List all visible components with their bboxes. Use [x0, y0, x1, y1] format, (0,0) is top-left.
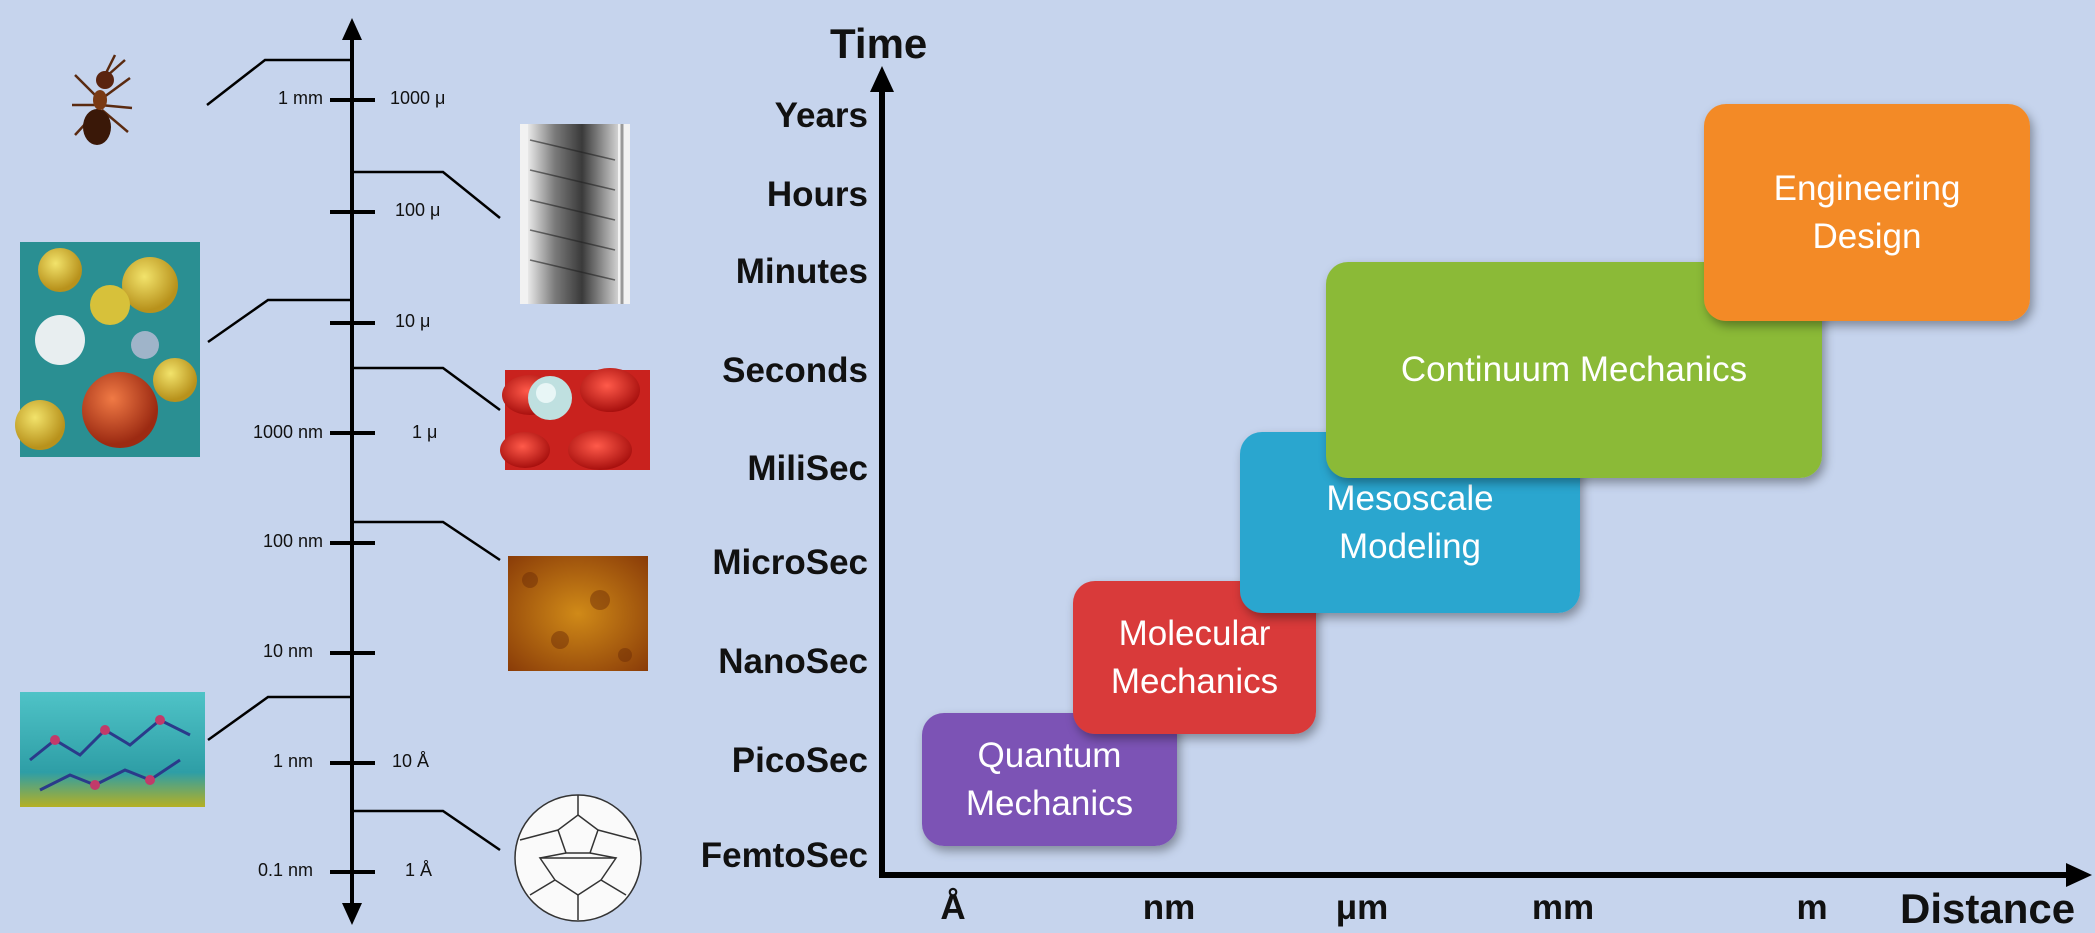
time-label: Minutes — [735, 252, 868, 291]
distance-label: μm — [1335, 888, 1389, 927]
quantum-mechanics-box: Quantum Mechanics — [922, 713, 1177, 846]
distance-label: mm — [1531, 888, 1595, 927]
time-label: Years — [774, 96, 868, 135]
time-label: FemtoSec — [700, 836, 868, 875]
time-label: MiliSec — [747, 449, 868, 488]
scale-left-label: 1000 nm — [252, 422, 323, 442]
distance-label: nm — [1142, 888, 1196, 927]
length-scale-axis — [206, 18, 501, 925]
scale-right-label: 1 Å — [405, 860, 433, 880]
scale-right-label: 10 μ — [395, 311, 431, 331]
scale-right-label: 100 μ — [395, 200, 441, 220]
ant-image — [72, 54, 133, 145]
molecular-chains-image — [20, 692, 205, 807]
y-axis-title: Time — [830, 20, 928, 67]
engineering-design-box: Engineering Design — [1704, 104, 2030, 321]
scale-right-label: 10 Å — [392, 751, 430, 771]
scale-left-label: 1 mm — [278, 88, 323, 108]
fullerene-image — [514, 794, 642, 922]
scale-right-label: 1 μ — [412, 422, 438, 442]
fiber-sem-image — [520, 124, 630, 304]
pollen-image — [15, 242, 200, 457]
distance-label: Å — [940, 888, 966, 927]
scale-left-label: 100 nm — [262, 531, 323, 551]
time-label: MicroSec — [712, 543, 868, 582]
scale-left-label: 0.1 nm — [257, 860, 313, 880]
scale-right-label: 1000 μ — [390, 88, 446, 108]
distance-label: m — [1796, 888, 1828, 927]
continuum-mechanics-box: Continuum Mechanics — [1326, 262, 1822, 478]
x-axis-title: Distance — [1900, 885, 2076, 932]
chart-axes — [870, 66, 2092, 887]
blood-cells-image — [500, 368, 650, 470]
nano-film-image — [508, 556, 648, 671]
scale-left-label: 10 nm — [262, 641, 313, 661]
scale-left-label: 1 nm — [272, 751, 313, 771]
time-label: Hours — [766, 175, 868, 214]
time-label: Seconds — [722, 351, 868, 390]
time-label: PicoSec — [731, 741, 868, 780]
time-label: NanoSec — [718, 642, 868, 681]
